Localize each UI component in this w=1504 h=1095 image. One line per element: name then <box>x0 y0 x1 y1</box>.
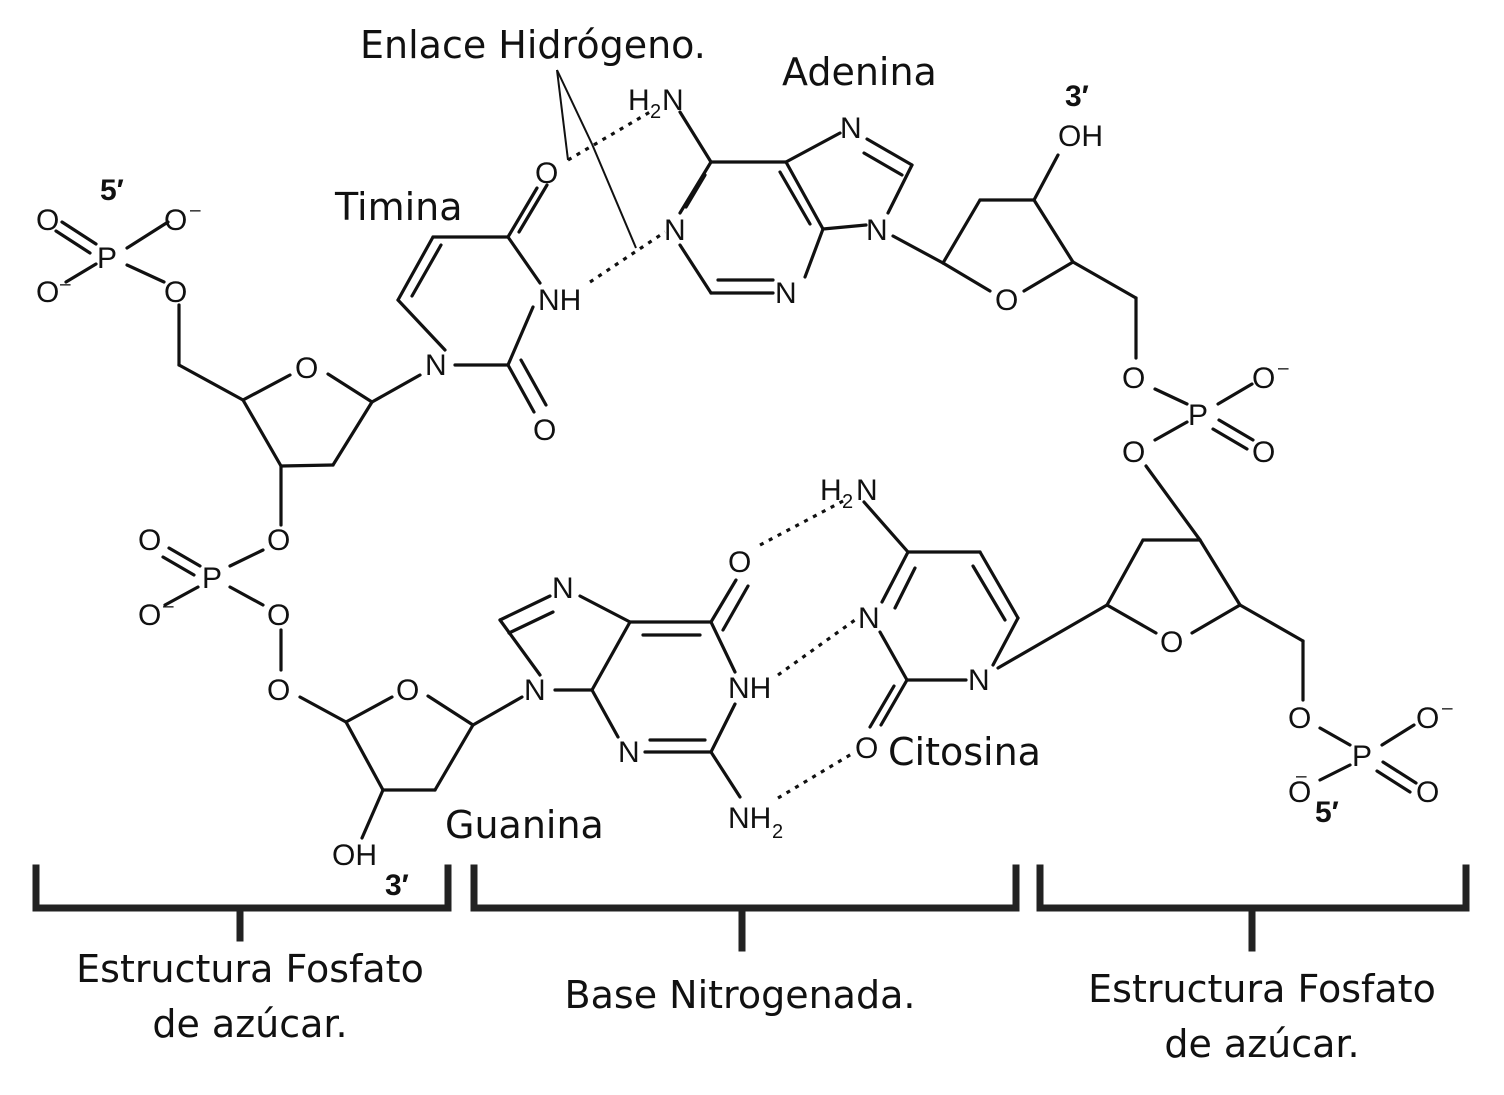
atom-n: N <box>618 736 640 769</box>
three-prime-bottom-left: 3′ <box>385 869 409 902</box>
atom-o: O <box>1252 436 1275 469</box>
charge-minus: – <box>190 200 201 221</box>
atom-o: O <box>1252 362 1275 395</box>
atom-n: N <box>524 674 546 707</box>
atom-o: O <box>295 352 318 385</box>
annotation-labels: Enlace Hidrógeno. Adenina Timina Guanina… <box>334 23 1041 847</box>
atom-o: O <box>36 204 59 237</box>
atom-o: O <box>1122 436 1145 469</box>
atom-labels: O P O – O – O O N O NH O O O P O – O O O… <box>36 84 1453 872</box>
label-hydrogen-bond: Enlace Hidrógeno. <box>360 23 706 67</box>
bracket-middle <box>470 864 1020 952</box>
atom-o: O <box>267 599 290 632</box>
charge-minus: – <box>1278 358 1289 379</box>
five-prime-bottom-right: 5′ <box>1315 796 1339 829</box>
atom-o: O <box>1416 776 1439 809</box>
atom-n: N <box>425 349 447 382</box>
atom-o: O <box>1288 702 1311 735</box>
charge-minus: – <box>60 274 71 295</box>
charge-minus: – <box>1296 766 1307 787</box>
covalent-bonds <box>54 110 1418 840</box>
bracket-labels: Estructura Fosfato de azúcar. Base Nitro… <box>76 947 1436 1066</box>
h-bond-c-g-2 <box>777 618 856 677</box>
bracket-left <box>32 864 452 942</box>
atom-o: O <box>138 524 161 557</box>
middle-bracket-label: Base Nitrogenada. <box>565 973 916 1017</box>
label-thymine: Timina <box>334 185 463 229</box>
hydrogen-bonds <box>567 110 856 800</box>
atom-o: O <box>533 414 556 447</box>
h-bond-t-a-2 <box>589 230 666 284</box>
strand-ends: 5′ 3′ 3′ 5′ <box>100 80 1339 902</box>
atom-p: P <box>202 562 222 595</box>
atom-p: P <box>97 242 117 275</box>
three-prime-top-right: 3′ <box>1065 80 1089 113</box>
atom-o: O <box>267 524 290 557</box>
atom-o: O <box>164 276 187 309</box>
atom-o: O <box>535 157 558 190</box>
atom-o: O <box>1288 776 1311 809</box>
atom-nh: NH <box>728 672 771 705</box>
atom-h: H <box>820 474 842 507</box>
charge-minus: – <box>1442 698 1453 719</box>
atom-n: N <box>968 664 990 697</box>
atom-n: N <box>664 214 686 247</box>
atom-n: N <box>775 277 797 310</box>
atom-n: N <box>662 84 684 117</box>
bracket-right <box>1036 864 1470 952</box>
charge-minus: – <box>163 596 174 617</box>
atom-sub-2: 2 <box>842 491 853 513</box>
left-bracket-label-line-1: Estructura Fosfato <box>76 947 424 991</box>
atom-p: P <box>1188 399 1208 432</box>
atom-p: P <box>1352 740 1372 773</box>
atom-o: O <box>728 546 751 579</box>
atom-o: O <box>36 276 59 309</box>
right-bracket-label-line-2: de azúcar. <box>1164 1022 1359 1066</box>
atom-n: N <box>840 112 862 145</box>
atom-o: O <box>267 674 290 707</box>
atom-n: N <box>552 572 574 605</box>
atom-oh: OH <box>332 839 377 872</box>
brackets <box>32 864 1470 952</box>
atom-o: O <box>164 204 187 237</box>
atom-n: N <box>856 474 878 507</box>
h-bond-c-g-1 <box>759 498 846 547</box>
atom-nh: NH <box>728 802 771 835</box>
right-bracket-label-line-1: Estructura Fosfato <box>1088 967 1436 1011</box>
atom-o: O <box>855 732 878 765</box>
atom-o: O <box>1160 626 1183 659</box>
atom-nh: NH <box>538 284 581 317</box>
left-bracket-label-line-2: de azúcar. <box>152 1002 347 1046</box>
h-bond-c-g-3 <box>777 750 856 800</box>
atom-n: N <box>858 602 880 635</box>
five-prime-top-left: 5′ <box>100 174 124 207</box>
atom-o: O <box>1122 362 1145 395</box>
atom-o: O <box>396 674 419 707</box>
atom-sub-2: 2 <box>772 821 783 843</box>
label-cytosine: Citosina <box>888 730 1041 774</box>
label-adenine: Adenina <box>782 50 937 94</box>
label-guanine: Guanina <box>445 803 604 847</box>
atom-oh: OH <box>1058 120 1103 153</box>
atom-sub-2: 2 <box>650 101 661 123</box>
atom-n: N <box>866 214 888 247</box>
atom-h: H <box>628 84 650 117</box>
hydrogen-bond-leaders <box>556 69 637 249</box>
atom-o: O <box>1416 702 1439 735</box>
atom-o: O <box>138 599 161 632</box>
atom-o: O <box>995 284 1018 317</box>
